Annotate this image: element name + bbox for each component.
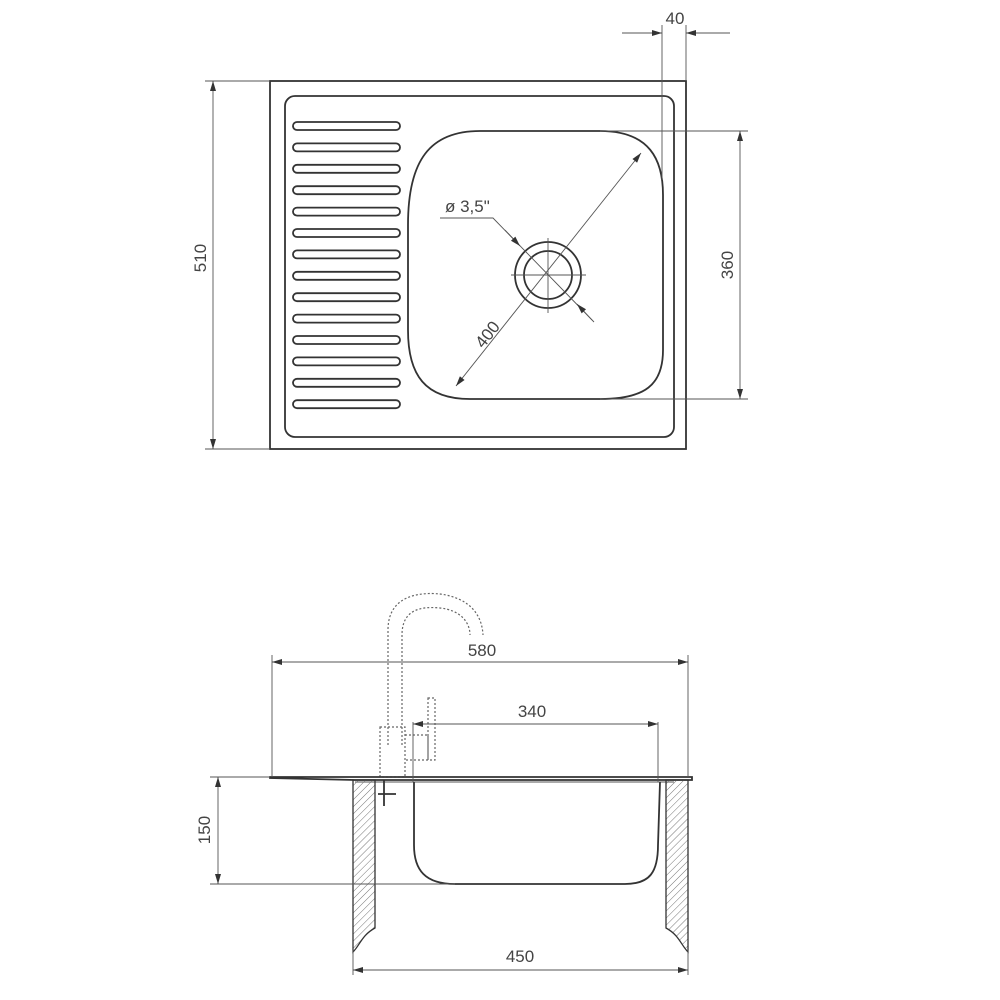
dim-510-label: 510 [191, 244, 210, 272]
dim-400-label: 400 [471, 318, 503, 352]
drainer-groove [292, 313, 401, 324]
drainer-groove [292, 377, 401, 388]
drainer-groove [292, 292, 401, 303]
dim-450-label: 450 [506, 947, 534, 966]
dim-40-label: 40 [666, 9, 685, 28]
drainer-groove [292, 142, 401, 153]
drainer-groove [292, 228, 401, 238]
drainer-groove [292, 185, 401, 196]
dim-580-label: 580 [468, 641, 496, 660]
bowl-profile [413, 781, 661, 885]
drainer-groove [292, 206, 401, 217]
dim-340-label: 340 [518, 702, 546, 721]
drain-diameter-label: ø 3,5" [445, 197, 490, 216]
sink-outer-rim [269, 80, 687, 450]
cabinet-wall-right [665, 779, 689, 954]
faucet-outline [379, 592, 484, 778]
drainer-grooves [292, 121, 401, 410]
drainer-groove [292, 163, 401, 174]
side-view: 580 340 150 450 [195, 592, 693, 975]
sink-inner-rim [284, 95, 675, 438]
drainer-groove [292, 399, 401, 410]
top-view: 400 ø 3,5" 510 360 40 [191, 9, 748, 450]
drainer-groove [292, 249, 401, 260]
drainer-groove [292, 356, 401, 367]
dim-150-label: 150 [195, 816, 214, 844]
dim-line-400 [455, 152, 642, 387]
bowl-outline [407, 130, 664, 400]
drainer-groove [292, 121, 401, 131]
cabinet-wall-left [352, 779, 376, 954]
drainer-groove [292, 270, 401, 281]
dim-360-label: 360 [718, 251, 737, 279]
countertop [269, 776, 693, 781]
drainer-groove [292, 335, 401, 345]
